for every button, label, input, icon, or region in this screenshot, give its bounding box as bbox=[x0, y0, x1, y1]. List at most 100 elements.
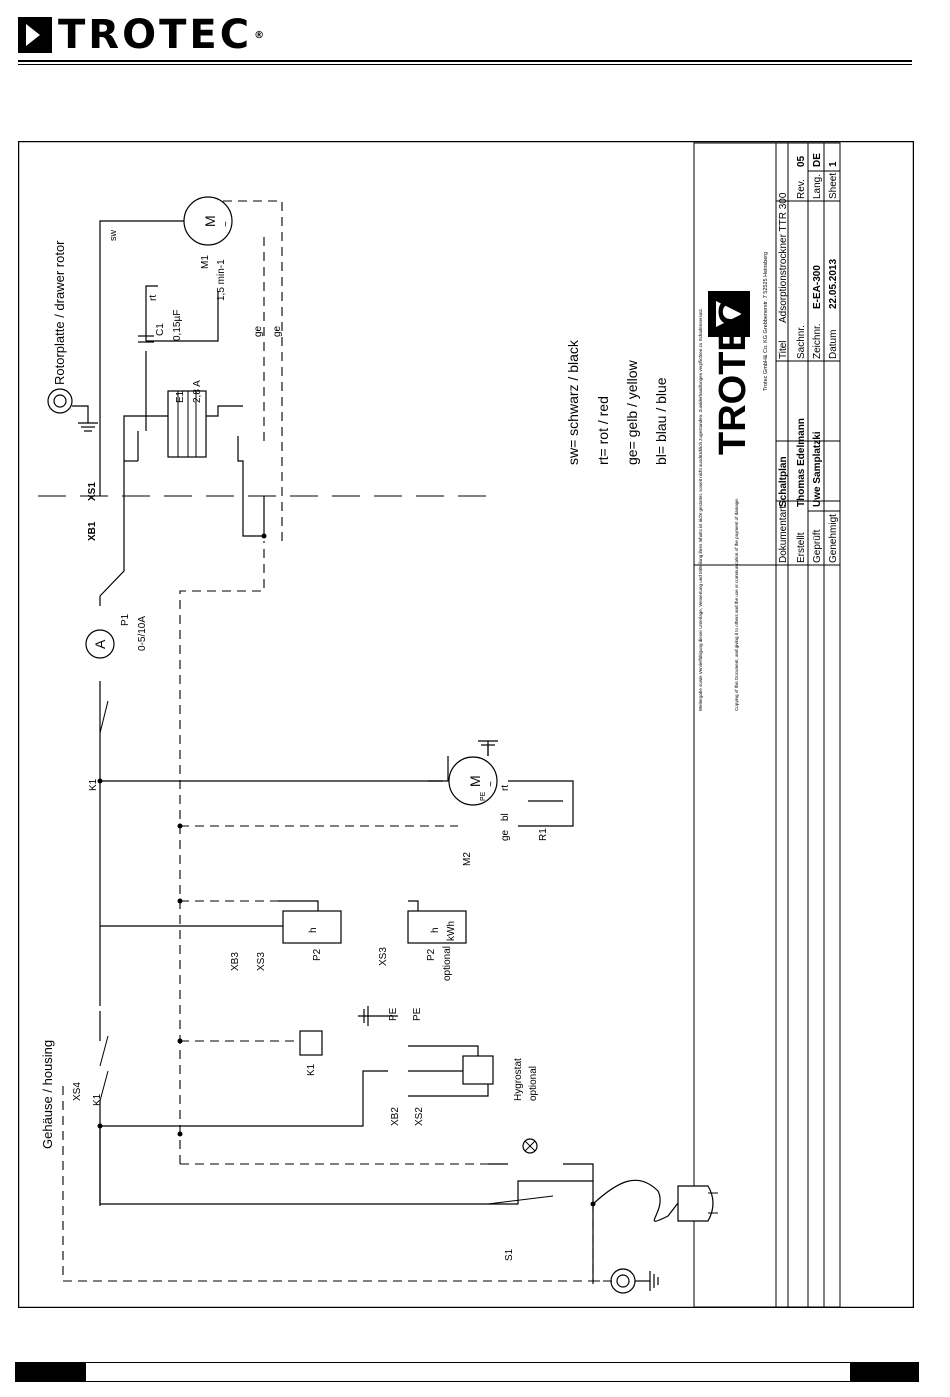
lang-value: DE bbox=[812, 153, 823, 167]
components bbox=[85, 196, 714, 1222]
wire-rt: rt bbox=[500, 785, 511, 791]
label-hygrostat: Hygrostat bbox=[513, 1058, 524, 1101]
hour-meter-h: h bbox=[308, 927, 319, 933]
label-p2: P2 bbox=[312, 948, 323, 961]
motor-m2-tilde: ~ bbox=[486, 781, 497, 787]
label-xs3: XS3 bbox=[378, 947, 389, 966]
ammeter-a: A bbox=[92, 639, 108, 649]
legend-item: rt= rot / red bbox=[595, 396, 611, 465]
label-xb3: XB3 bbox=[230, 952, 241, 971]
label-m1-speed: 1,5 min-1 bbox=[216, 259, 227, 301]
motor-m1-tilde: ~ bbox=[221, 221, 232, 227]
row-value-dokumentart: Schaltplan bbox=[778, 456, 789, 507]
header-rule bbox=[18, 60, 912, 62]
label-p2: P2 bbox=[426, 948, 437, 961]
label-p1: P1 bbox=[120, 613, 131, 626]
label-s1: S1 bbox=[504, 1248, 515, 1261]
datum-key: Datum bbox=[828, 330, 839, 359]
footer-left-block bbox=[16, 1363, 86, 1381]
zeichnr-key: Zeichnr. bbox=[812, 323, 823, 359]
wire-ge: ge bbox=[500, 829, 511, 841]
label-e1: E1 bbox=[175, 390, 186, 403]
label-pe: PE bbox=[480, 791, 487, 801]
row-key-genehmigt: Genehmigt bbox=[828, 514, 839, 563]
notice-en: Copying of this Document, and giving it … bbox=[734, 498, 739, 711]
wire-ge: ge bbox=[253, 325, 264, 337]
lang-key: Lang. bbox=[812, 174, 823, 199]
legend-item: bl= blau / blue bbox=[653, 377, 669, 465]
zeichnr-value: E-EA-300 bbox=[812, 265, 823, 309]
motor-m2-m: M bbox=[467, 775, 483, 787]
kwh-meter-unit: kWh bbox=[446, 921, 457, 941]
ground-symbols bbox=[47, 388, 659, 1294]
label-xs3: XS3 bbox=[256, 952, 267, 971]
label-optional: optional bbox=[442, 946, 453, 981]
label-hygrostat-optional: optional bbox=[528, 1066, 539, 1101]
titel-value: Adsorptionstrockner TTR 300 bbox=[778, 192, 789, 323]
motor-m2-icon bbox=[448, 756, 498, 806]
legend-item: ge= gelb / yellow bbox=[624, 359, 640, 465]
row-key-gepruft: Geprüft bbox=[812, 529, 823, 563]
motor-m1-icon bbox=[183, 196, 233, 246]
schematic-frame: TROTEC Trotec GmbH& Co. KG Grebbenerstr.… bbox=[18, 141, 914, 1308]
titel-key: Titel bbox=[778, 340, 789, 359]
heater-e1-icon bbox=[167, 390, 207, 458]
label-m2: M2 bbox=[462, 852, 473, 866]
row-value-gepruft: Uwe Samplatzki bbox=[812, 431, 823, 507]
sheet-key: Sheet bbox=[828, 173, 839, 199]
label-c1-value: 0,15µF bbox=[172, 310, 183, 341]
wire-color-legend: sw= schwarz / black rt= rot / red ge= ge… bbox=[565, 339, 669, 465]
registered-mark: ® bbox=[254, 29, 268, 41]
footer-right-block bbox=[850, 1363, 918, 1381]
label-m1: M1 bbox=[200, 255, 211, 269]
brand-name: TROTEC bbox=[58, 12, 253, 58]
relay-k1-icon bbox=[299, 1030, 323, 1056]
label-pe: PE bbox=[388, 1007, 399, 1021]
label-xs2: XS2 bbox=[414, 1107, 425, 1126]
motor-m1-m: M bbox=[202, 215, 218, 227]
row-key-dokumentart: Dokumentart bbox=[778, 506, 789, 563]
label-c1: C1 bbox=[155, 323, 166, 336]
rotor-section-label: Rotorplatte / drawer rotor bbox=[52, 240, 67, 385]
label-xs4: XS4 bbox=[72, 1082, 83, 1101]
header-rule-thin bbox=[18, 64, 912, 65]
wire-ge: ge bbox=[272, 325, 283, 337]
label-xb1: XB1 bbox=[87, 521, 98, 541]
label-xb2: XB2 bbox=[390, 1107, 401, 1126]
label-e1-value: 2,8 A bbox=[192, 380, 203, 403]
wire-rt: rt bbox=[148, 295, 159, 301]
sheet-value: 1 bbox=[828, 161, 839, 167]
rev-key: Rev. bbox=[796, 179, 807, 199]
wire-sw: sw bbox=[108, 230, 118, 242]
hygrostat-icon bbox=[462, 1055, 494, 1085]
label-r1: R1 bbox=[538, 828, 549, 841]
brand-logo: TROTEC ® bbox=[18, 12, 267, 58]
rev-value: 05 bbox=[796, 155, 807, 167]
plug-icon bbox=[677, 1185, 714, 1222]
title-address: Trotec GmbH& Co. KG Grebbenerstr. 7 5252… bbox=[763, 252, 769, 391]
housing-section-label: Gehäuse / housing bbox=[40, 1040, 55, 1149]
wire-bl: bl bbox=[500, 813, 511, 821]
dashed-wiring bbox=[62, 200, 613, 1282]
title-block: TROTEC Trotec GmbH& Co. KG Grebbenerstr.… bbox=[693, 142, 841, 1308]
kwh-meter-icon bbox=[407, 910, 467, 944]
sachnr-key: Sachnr. bbox=[796, 325, 807, 359]
label-k1-contact: K1 bbox=[92, 1093, 103, 1106]
title-brand: TROTEC bbox=[712, 299, 754, 455]
label-xs1: XS1 bbox=[87, 482, 98, 501]
datum-value: 22.05.2013 bbox=[828, 259, 839, 309]
label-k1-coil: K1 bbox=[306, 1063, 317, 1076]
footer-bar bbox=[15, 1362, 919, 1382]
label-p1-value: 0-5/10A bbox=[137, 616, 148, 651]
ammeter-icon bbox=[85, 629, 115, 659]
label-k1: K1 bbox=[88, 778, 99, 791]
label-pe: PE bbox=[412, 1007, 423, 1021]
row-value-erstellt: Thomas Edelmann bbox=[796, 418, 807, 507]
junction-dots bbox=[97, 533, 596, 1207]
legend-item: sw= schwarz / black bbox=[565, 339, 581, 465]
wiring bbox=[99, 220, 679, 1284]
row-key-erstellt: Erstellt bbox=[796, 532, 807, 563]
hour-meter-icon bbox=[282, 910, 342, 944]
notice-de: Weitergabe sowie Vervielfältigung dieser… bbox=[698, 308, 703, 711]
logo-arrow-icon bbox=[18, 17, 52, 53]
